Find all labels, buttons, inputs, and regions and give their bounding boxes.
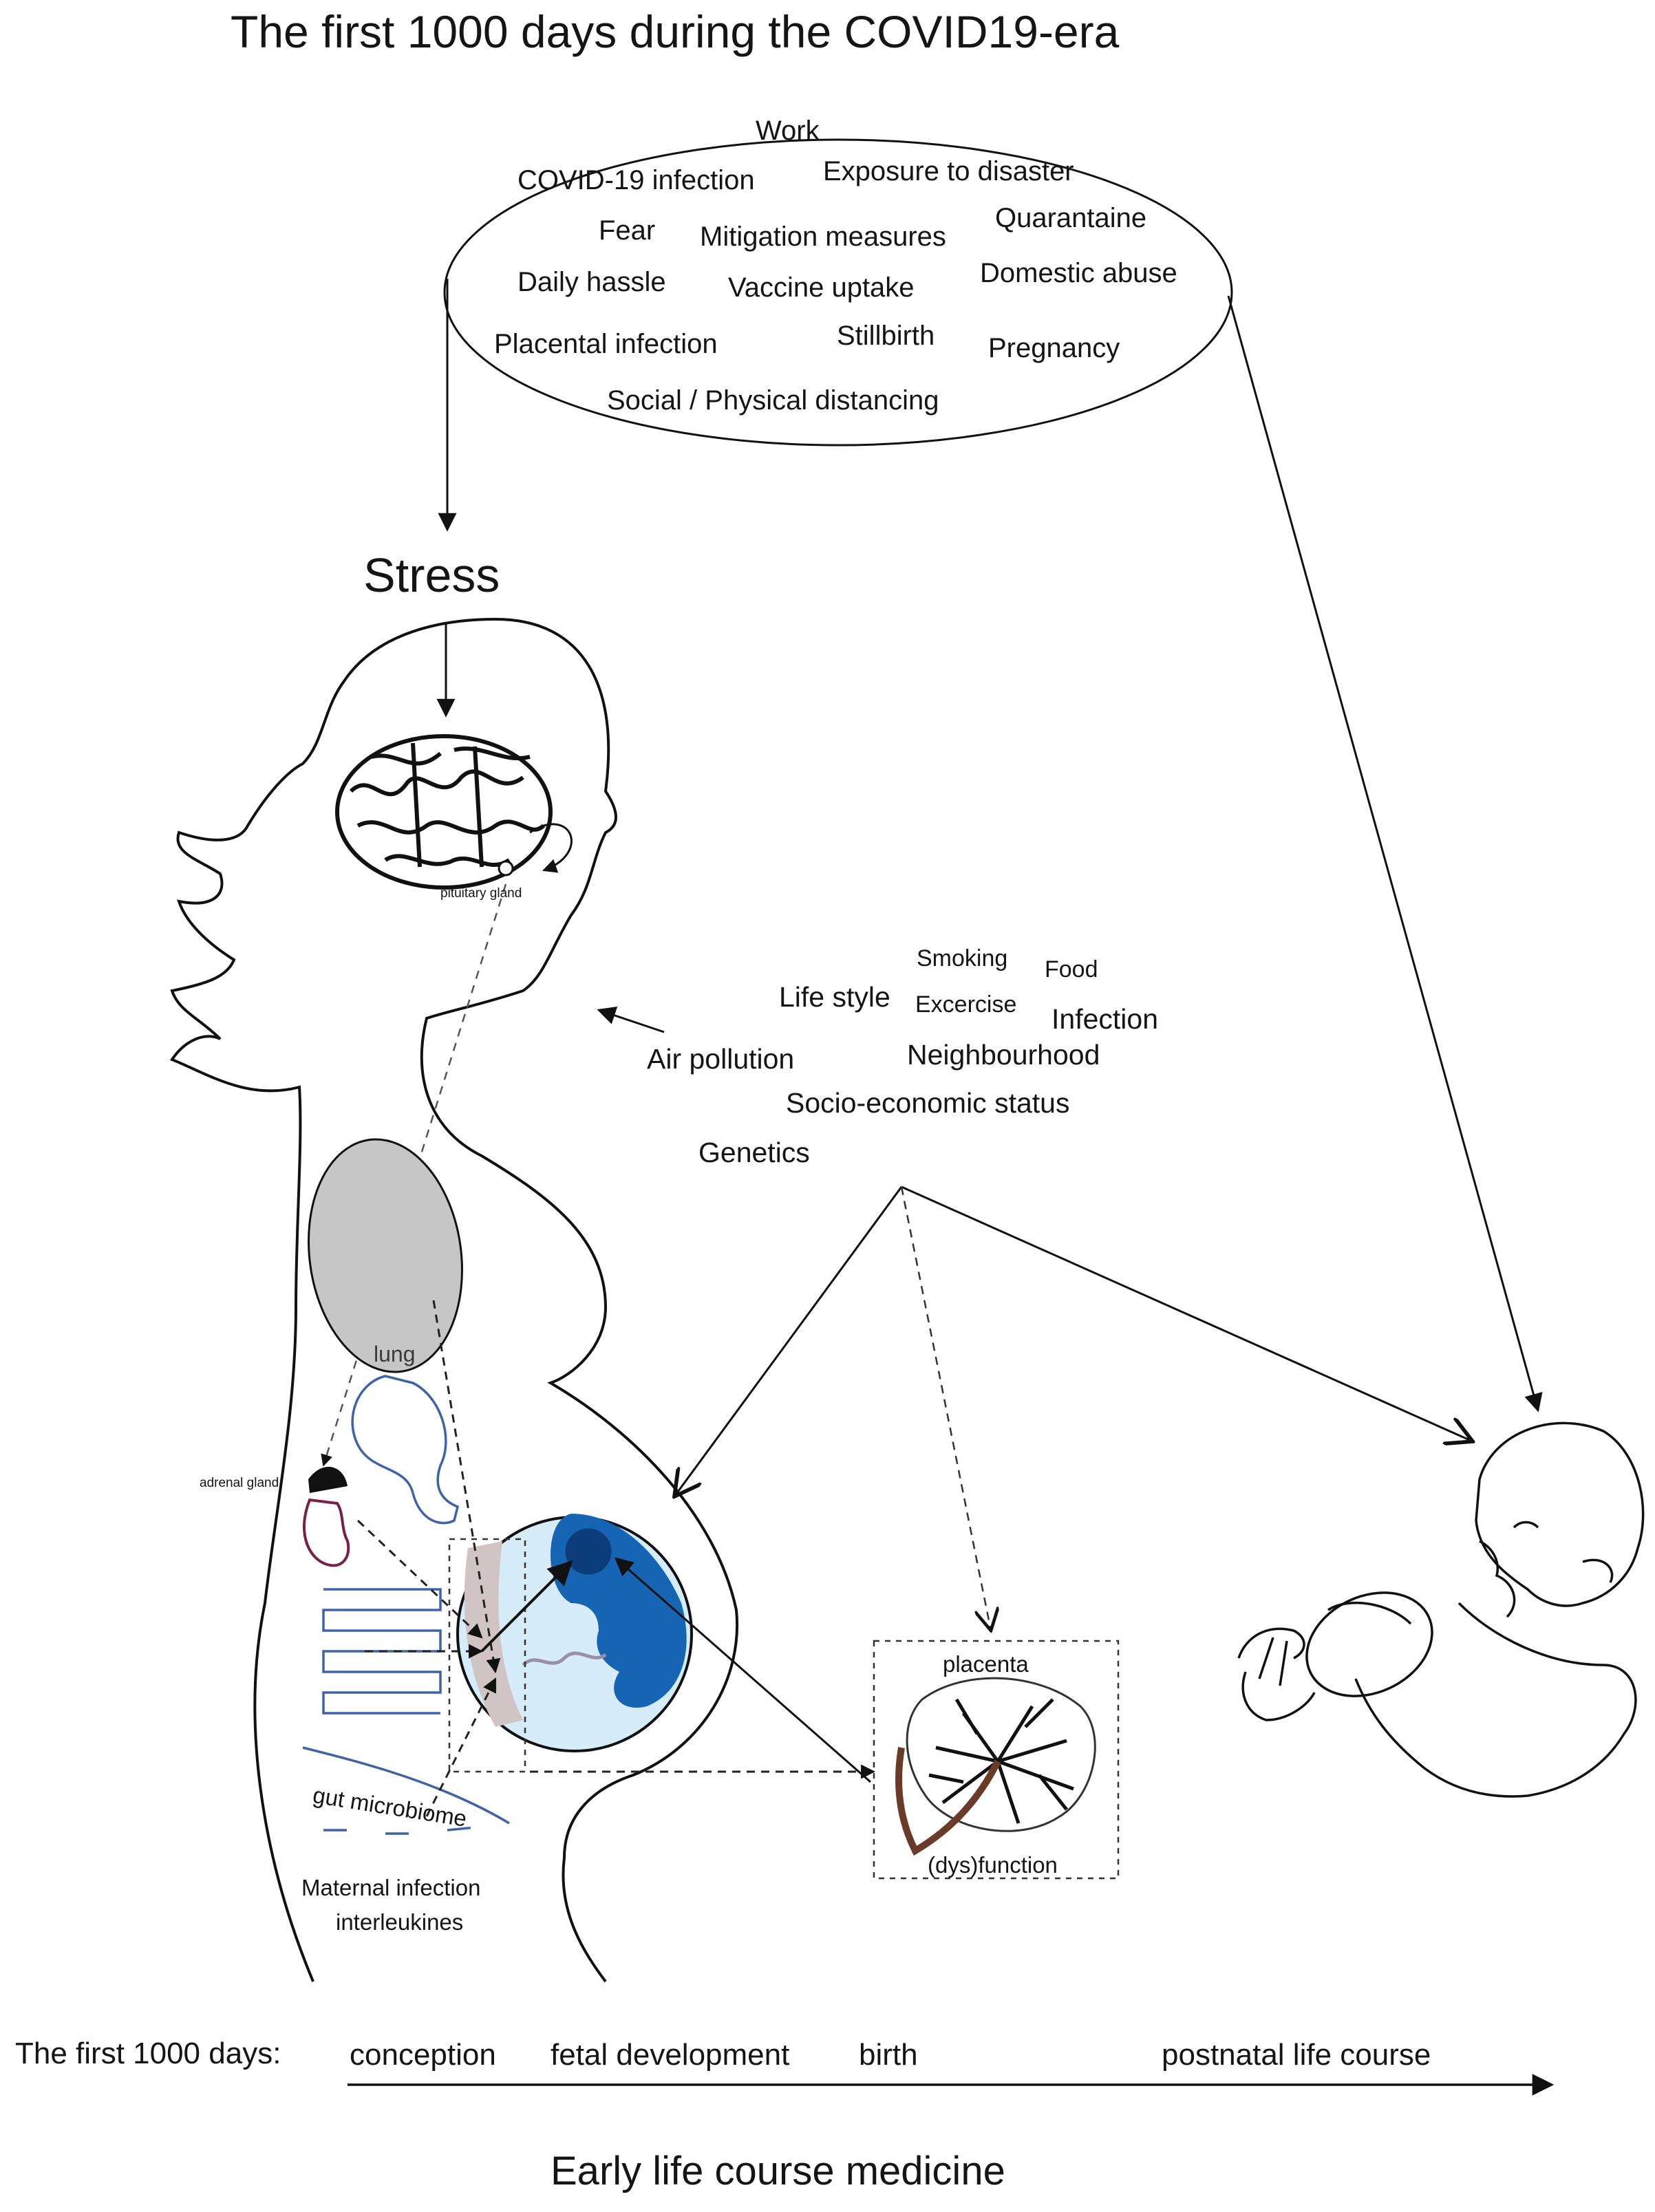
pituitary-gland-label: pituitary gland: [440, 886, 522, 901]
arrow-factors-to-placenta: [900, 1186, 991, 1631]
placenta-caption: (dys)function: [928, 1852, 1058, 1878]
mother-silhouette: [169, 617, 739, 1983]
factor-socio-economic-status: Socio-economic status: [786, 1087, 1070, 1119]
baby-icon: [1237, 1421, 1645, 1798]
timeline-stage-fetal-development: fetal development: [551, 2038, 790, 2072]
footer-caption: Early life course medicine: [551, 2149, 1005, 2193]
placental-zone: [464, 1541, 523, 1727]
fetus-icon: [522, 1514, 687, 1708]
arrow-box-to-fetal-brain: [614, 1557, 871, 1783]
factor-excercise: Excercise: [915, 991, 1017, 1018]
adrenal-gland-label: adrenal gland: [200, 1476, 279, 1490]
internal-dashed-arrows: [356, 1300, 876, 1817]
stressor-fear: Fear: [599, 215, 656, 246]
arrow-factors-to-uterus: [674, 1186, 903, 1496]
factor-neighbourhood: Neighbourhood: [907, 1039, 1100, 1071]
stressor-pregnancy: Pregnancy: [988, 333, 1120, 363]
placenta-box: [873, 1640, 1120, 1880]
placenta-interface-box: [448, 1538, 526, 1773]
gut-shape: [302, 1375, 510, 1835]
arrow-air-pollution-to-mother: [597, 1006, 665, 1033]
factor-genetics: Genetics: [698, 1137, 810, 1168]
factor-infection: Infection: [1051, 1003, 1158, 1035]
stress-label: Stress: [363, 548, 500, 602]
pituitary-gland-shape: [498, 860, 514, 877]
factor-food: Food: [1045, 956, 1098, 982]
timeline-label: The first 1000 days:: [15, 2037, 281, 2070]
placenta-icon: [895, 1677, 1096, 1856]
factor-air-pollution: Air pollution: [647, 1043, 795, 1075]
lung-shape: [308, 1138, 463, 1373]
placenta-label: placenta: [943, 1651, 1029, 1677]
stressor-social-distancing: Social / Physical distancing: [607, 385, 939, 416]
stressor-mitigation-measures: Mitigation measures: [700, 222, 946, 252]
stressor-covid-infection: COVID-19 infection: [517, 165, 755, 195]
arrow-placenta-to-fetal-brain: [480, 1560, 573, 1653]
stressor-daily-hassle: Daily hassle: [517, 267, 666, 297]
stressor-vaccine-uptake: Vaccine uptake: [728, 272, 915, 303]
interleukines-label: interleukines: [336, 1909, 464, 1935]
stressor-work: Work: [756, 116, 820, 146]
stressors-ellipse: [443, 138, 1233, 447]
brain-icon: [335, 734, 573, 890]
maternal-infection-label: Maternal infection: [301, 1875, 481, 1900]
factor-life-style: Life style: [779, 981, 890, 1013]
stressor-placental-infection: Placental infection: [494, 329, 718, 359]
factor-smoking: Smoking: [917, 945, 1008, 971]
stressor-exposure-to-disaster: Exposure to disaster: [823, 156, 1074, 186]
diagram-title: The first 1000 days during the COVID19-e…: [231, 6, 1120, 57]
arrow-stressors-to-baby: [1227, 295, 1543, 1413]
timeline-stage-birth: birth: [859, 2038, 918, 2072]
adrenal-gland-icon: [303, 1466, 350, 1567]
timeline-stage-postnatal: postnatal life course: [1162, 2038, 1431, 2072]
stressor-stillbirth: Stillbirth: [837, 321, 935, 351]
arrow-factors-to-baby: [901, 1185, 1473, 1441]
stressor-domestic-abuse: Domestic abuse: [980, 258, 1177, 288]
timeline-stage-conception: conception: [350, 2038, 496, 2072]
stressor-quarantaine: Quarantaine: [995, 203, 1147, 233]
lung-label: lung: [374, 1342, 416, 1366]
